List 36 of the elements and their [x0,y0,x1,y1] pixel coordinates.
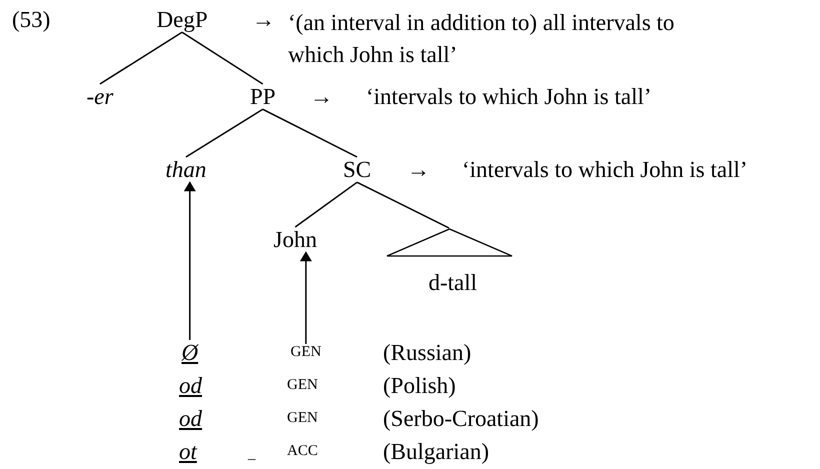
tree-branch-line [262,108,358,158]
triangle-symbol [386,228,512,257]
tree-node-label: -er [86,84,114,110]
tree-node-label: Ø [182,340,198,366]
tree-node-label: John [274,227,317,252]
meaning-gloss: ‘(an interval in addition to) all intervals to which John is tall’ [288,9,676,70]
case-label: GEN [287,410,318,426]
meaning-gloss: ‘intervals to which John is tall’ [366,84,652,110]
tree-node-label: PP [250,84,276,110]
tree-branch-line [182,32,264,85]
case-label: _ [248,446,256,462]
case-label: GEN [287,377,318,394]
label-text: od [179,406,202,432]
label-text: (Serbo-Croatian) [383,406,539,432]
label-text: (Russian) [383,340,472,366]
label-text: (53) [12,7,50,32]
label-text: (Polish) [383,373,456,398]
case-label: ACC [287,443,318,460]
arrow [184,181,196,340]
tree-node-label: GEN [290,344,322,360]
tree-node-label: d-tall [428,270,478,296]
label-text: od [179,373,202,398]
tree-branch-line [186,108,264,158]
tree-node-label: DegP [156,7,208,32]
arrow-symbol: → [310,84,333,110]
arrow [300,251,312,344]
arrow-symbol: → [252,7,275,32]
label-text: (Bulgarian) [383,439,490,464]
tree-node-label: SC [343,157,372,182]
tree-branch-line [356,182,450,229]
label-text: ot [179,439,197,464]
arrow-symbol: → [407,157,430,182]
tree-branch-line [294,182,358,228]
meaning-gloss: ‘intervals to which John is tall’ [462,157,748,182]
tree-branch-line [100,32,182,85]
tree-node-label: than [166,157,206,182]
